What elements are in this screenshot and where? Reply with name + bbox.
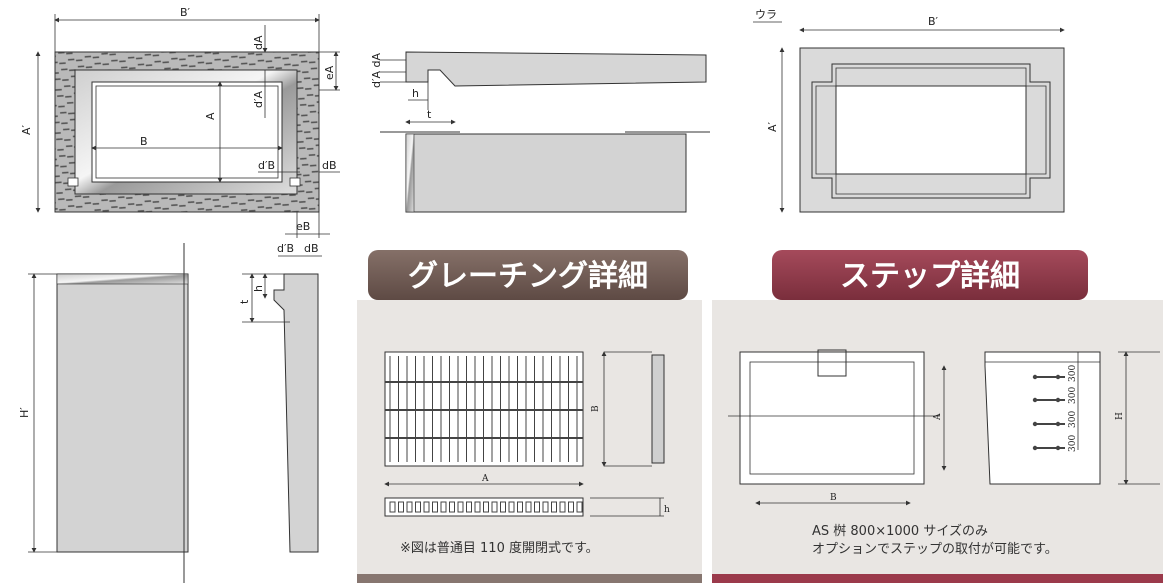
profile-d-prime-B-label: d′B <box>277 242 294 255</box>
grating-section-bar <box>449 501 455 513</box>
plan-opening <box>91 81 283 183</box>
plan-view: B′ A′ dA eA d′A A B d′B dB eB <box>20 6 340 238</box>
grating-section-bar <box>534 501 540 513</box>
side-view: H′ <box>18 243 189 583</box>
step-spacing-3: 300 <box>1068 411 1078 428</box>
plan-B-prime-label: B′ <box>180 6 191 19</box>
profile-h-label: h <box>252 285 265 292</box>
grating-banner <box>368 250 688 300</box>
plan-d-prime-A-label: d′A <box>252 91 265 108</box>
step-handle <box>817 349 847 377</box>
step-rung-anchor <box>1055 374 1061 380</box>
step-spacing-4: 300 <box>1068 435 1078 452</box>
grating-panel: グレーチング詳細 B A h ※図は普通目 110 度開閉式です。 <box>357 250 702 583</box>
plan-A-label: A <box>204 112 217 120</box>
grating-note: ※図は普通目 110 度開閉式です。 <box>400 540 599 556</box>
step-rung-anchor <box>1055 397 1061 403</box>
section-t-label: t <box>427 108 432 121</box>
plan-dA-label: dA <box>252 35 265 50</box>
grating-section-bar <box>406 501 413 513</box>
section-view: d′A dA h t <box>370 51 710 213</box>
grating-section-bar <box>440 501 447 513</box>
hinge-left <box>67 177 79 187</box>
step-H-label: H <box>1115 412 1125 420</box>
step-spacing-1: 300 <box>1068 365 1078 382</box>
step-elevation <box>984 351 1101 485</box>
step-plan <box>739 351 925 485</box>
profile-wall <box>273 273 319 553</box>
hinge-right <box>289 177 301 187</box>
plan-dB-label: dB <box>322 159 337 172</box>
grating-section-bar <box>474 501 481 513</box>
plan-eA-label: eA <box>323 65 336 80</box>
profile-dB-label: dB <box>304 242 319 255</box>
grating-section-bar <box>559 501 566 513</box>
grating-section-bar <box>389 501 396 513</box>
back-B-prime-label: B′ <box>928 15 939 28</box>
grating-A-label: A <box>481 474 489 484</box>
step-A-label: A <box>933 413 943 421</box>
plan-d-prime-B-label: d′B <box>258 159 275 172</box>
grating-section-bar <box>432 501 438 513</box>
side-body <box>56 273 189 553</box>
grating-section-bar <box>423 501 430 513</box>
section-dA-label: d′A dA <box>370 53 383 88</box>
side-H-prime-label: H′ <box>18 407 31 418</box>
back-opening <box>835 85 1027 175</box>
grating-section-bar <box>542 501 549 513</box>
grating-section-bar <box>398 501 404 513</box>
grating-section-bar <box>457 501 464 513</box>
grating-section-bar <box>483 501 489 513</box>
step-banner <box>772 250 1088 300</box>
section-body <box>405 133 687 213</box>
grating-section-bar <box>491 501 498 513</box>
grating-section-bar <box>500 501 506 513</box>
grating-h-label: h <box>664 505 670 515</box>
grating-section-bar <box>525 501 532 513</box>
step-rung-anchor <box>1032 445 1038 451</box>
step-title: ステップ詳細 <box>840 259 1020 294</box>
grating-section-bar <box>576 501 583 513</box>
step-spacing-2: 300 <box>1068 387 1078 404</box>
plan-eB-label: eB <box>296 220 310 233</box>
grating-section-bar <box>466 501 472 513</box>
plan-A-prime-label: A′ <box>20 124 33 135</box>
back-A-prime-label: A′ <box>766 121 779 132</box>
profile-t-label: t <box>238 299 251 304</box>
back-ura-label: ウラ <box>755 8 777 21</box>
grating-title: グレーチング詳細 <box>408 259 648 294</box>
grating-section-bar <box>551 501 557 513</box>
grating-section-bar <box>517 501 523 513</box>
step-panel: ステップ詳細 A B H 300 300 300 300 AS 桝 800×10… <box>712 250 1163 583</box>
step-rung-anchor <box>1032 421 1038 427</box>
step-rung-anchor <box>1032 397 1038 403</box>
grating-section-bar <box>568 501 574 513</box>
step-note-line2: オプションでステップの取付が可能です。 <box>812 542 1058 557</box>
grating-section-bar <box>415 501 421 513</box>
plan-B-label: B <box>140 135 148 148</box>
step-B-label: B <box>830 493 837 503</box>
grating-B-label: B <box>591 405 601 412</box>
step-note-line1: AS 桝 800×1000 サイズのみ <box>812 523 988 539</box>
step-rung-anchor <box>1055 445 1061 451</box>
section-top-slab <box>405 51 707 87</box>
back-view: ウラ B′ A′ <box>753 8 1065 213</box>
section-h-label: h <box>412 87 419 100</box>
step-rung-anchor <box>1055 421 1061 427</box>
step-rung-anchor <box>1032 374 1038 380</box>
profile-view: d′B dB h t <box>238 242 322 553</box>
grating-section-bar <box>508 501 515 513</box>
